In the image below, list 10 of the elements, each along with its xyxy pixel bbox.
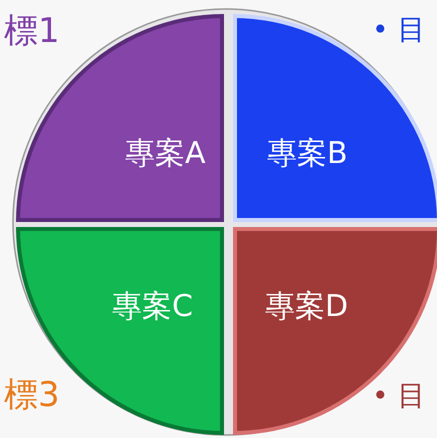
bullet-text: • 目 [372, 382, 426, 410]
goal-label: 標1 [4, 14, 60, 48]
slice-label: 專案C [112, 288, 193, 326]
pie-slice [233, 227, 437, 435]
slice-label: 專案B [267, 135, 348, 173]
goal-label: 標3 [4, 378, 60, 412]
slice-label: 專案D [265, 288, 348, 326]
bullet-text: • 目 [372, 16, 426, 44]
pie-slice [233, 14, 437, 222]
slice-label: 專案A [125, 135, 206, 173]
